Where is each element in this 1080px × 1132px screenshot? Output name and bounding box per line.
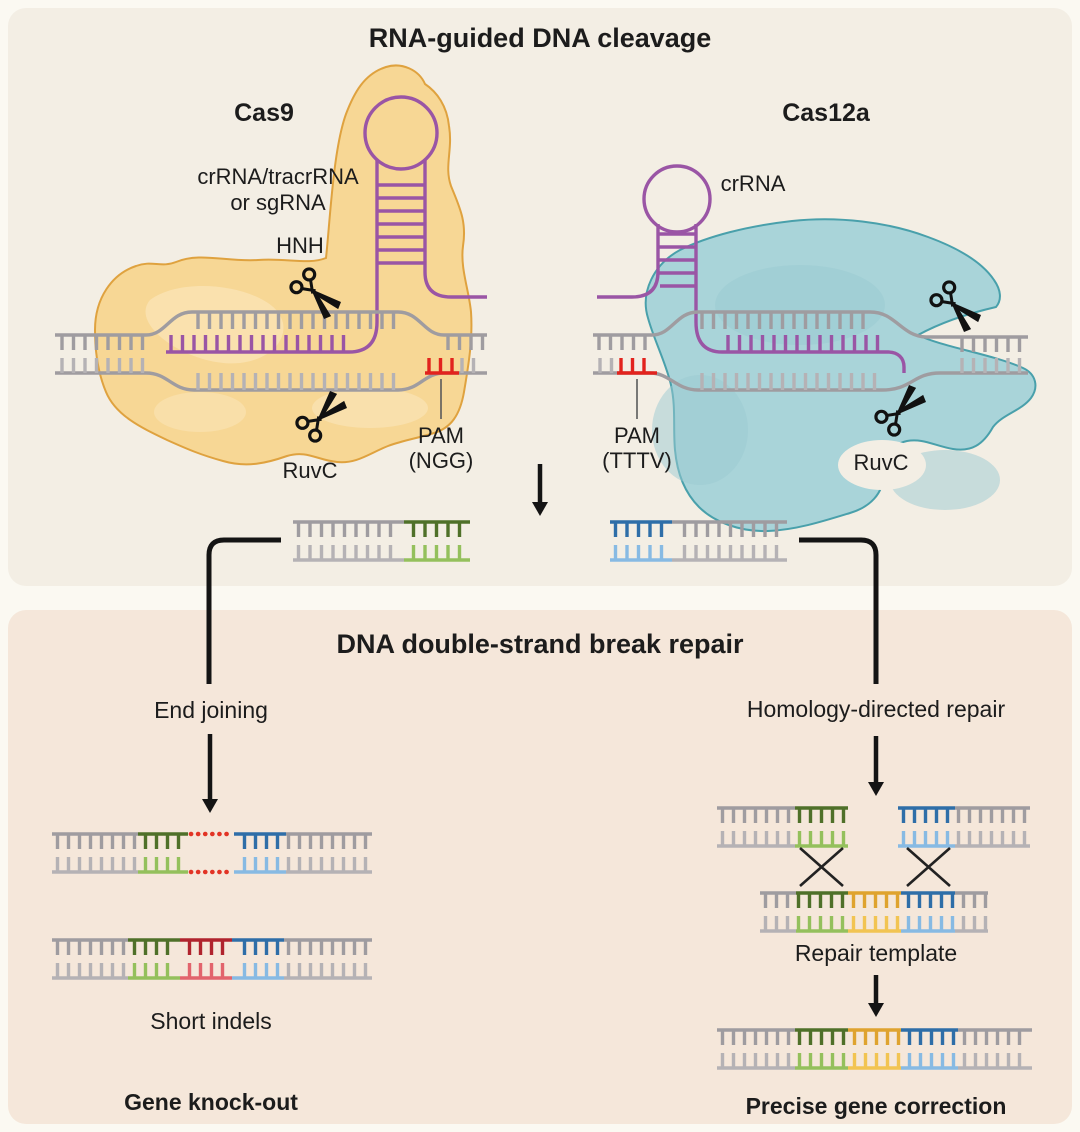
cleaved-dna-left <box>293 520 470 562</box>
crossover-x-left <box>799 847 844 887</box>
crossover-x-right <box>906 847 951 887</box>
end-joining-label: End joining <box>154 697 268 723</box>
hdr-label: Homology-directed repair <box>747 696 1006 722</box>
hdr-broken-end-left <box>717 806 848 848</box>
cas9-pam-label-line2: (NGG) <box>409 448 474 473</box>
cas9-pam-label-line1: PAM <box>418 423 464 448</box>
cas9-ruvc-domain-label: RuvC <box>282 458 337 483</box>
end-joining-dna-insertion <box>52 938 372 980</box>
precise-correction-label: Precise gene correction <box>746 1093 1007 1119</box>
hdr-broken-end-right <box>898 806 1030 848</box>
elbow-connector-left <box>206 537 281 684</box>
repair-template-label: Repair template <box>795 940 957 966</box>
cas9-protein-highlight <box>145 286 284 364</box>
cas9-complex <box>55 64 487 466</box>
cas9-protein-highlight <box>312 388 428 428</box>
corrected-dna <box>717 1028 1032 1070</box>
bottom-panel <box>8 610 1072 1124</box>
cas9-dna-basepairs <box>60 312 485 390</box>
cas12a-pam-label-line1: PAM <box>614 423 660 448</box>
cas9-rna-label-line1: crRNA/tracrRNA <box>197 164 359 189</box>
short-indels-label: Short indels <box>150 1008 271 1034</box>
template-arrow <box>868 975 884 1017</box>
repair-pathways <box>52 734 1032 1070</box>
cleavage-arrow <box>532 464 548 516</box>
end-joining-arrow <box>202 734 218 813</box>
crRNA-hairpin <box>597 164 906 373</box>
cas9-protein-highlight <box>154 392 246 432</box>
top-section-title: RNA-guided DNA cleavage <box>369 23 712 53</box>
cas12a-dna-bottom-strand <box>593 371 1028 392</box>
cas12a-complex <box>593 164 1037 533</box>
cas9-dna-bottom-strand <box>55 371 487 392</box>
end-joining-dna-deletion <box>52 831 372 875</box>
cas9-label: Cas9 <box>234 99 294 127</box>
cas9-dna-top-strand <box>55 310 487 337</box>
cleavage-products <box>293 464 787 562</box>
cas12a-protein-shade <box>715 265 885 345</box>
bottom-section-title: DNA double-strand break repair <box>336 629 744 659</box>
gene-knockout-label: Gene knock-out <box>124 1089 298 1115</box>
repair-template-dna <box>760 891 988 933</box>
sgRNA-hairpin <box>166 95 487 354</box>
cas12a-pam-label-line2: (TTTV) <box>602 448 672 473</box>
hdr-arrow <box>868 736 884 796</box>
cas9-rna-label-line2: or sgRNA <box>230 190 326 215</box>
cas12a-crRNA-label: crRNA <box>721 171 786 196</box>
cas12a-protein-notch <box>838 440 926 490</box>
cas12a-dna-basepairs <box>597 312 1022 390</box>
cas12a-label: Cas12a <box>782 99 871 127</box>
elbow-connector-right <box>799 537 879 684</box>
hnh-domain-label: HNH <box>276 233 324 258</box>
cas12a-protein-shade <box>652 375 748 485</box>
cas12a-ruvc-domain-label: RuvC <box>853 450 908 475</box>
cleaved-dna-right <box>610 520 787 562</box>
